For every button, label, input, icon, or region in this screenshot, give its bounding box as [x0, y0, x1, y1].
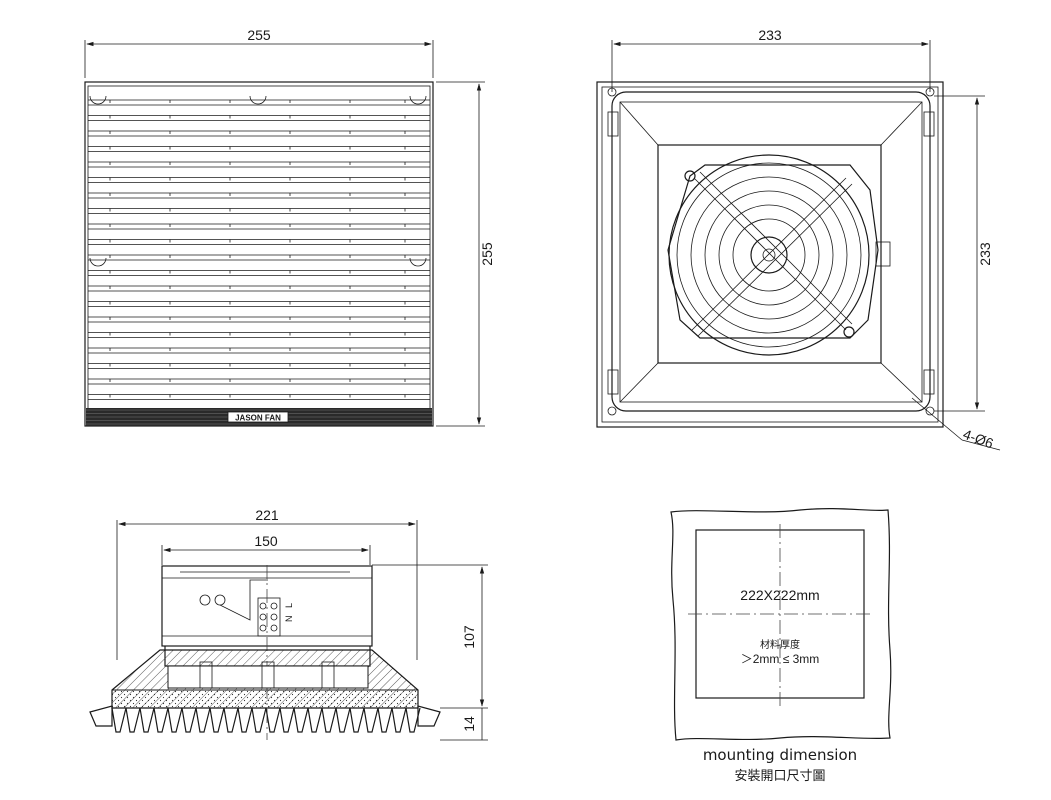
- front-height-dimension: 255: [436, 81, 495, 427]
- thickness-label: ＞2mm ≤ 3mm: [741, 652, 820, 666]
- front-height-label: 255: [479, 242, 495, 266]
- filter-media: [111, 689, 419, 709]
- side-body-width-dimension: 150: [161, 533, 371, 565]
- hole-callout-label: 4-Ø6: [961, 426, 996, 452]
- screw-icon: [684, 170, 696, 182]
- front-width-label: 255: [247, 27, 271, 43]
- hole-callout: 4-Ø6: [911, 397, 1001, 452]
- back-view: 233 233: [596, 27, 1001, 452]
- back-width-dimension: 233: [611, 27, 931, 92]
- side-height-dimension: 107 14: [372, 564, 488, 741]
- brand-label: JASON FAN: [235, 414, 281, 423]
- side-body-width-label: 150: [254, 533, 278, 549]
- mounting-hole: [925, 406, 935, 416]
- front-width-dimension: 255: [84, 27, 434, 78]
- back-height-label: 233: [977, 242, 993, 266]
- screw-icon: [843, 326, 855, 338]
- caption-en: mounting dimension: [703, 746, 857, 764]
- panel-outline: [670, 508, 892, 741]
- side-overall-width-label: 221: [255, 507, 279, 523]
- brand-plate: [227, 411, 289, 423]
- terminal-label-l: L: [284, 603, 294, 608]
- fan-assembly: [667, 154, 891, 356]
- front-louvers: [88, 99, 430, 400]
- back-height-dimension: 233: [934, 95, 993, 412]
- terminal-block: [257, 597, 281, 637]
- back-width-label: 233: [758, 27, 782, 43]
- material-label: 材料厚度: [760, 638, 800, 651]
- side-height-label: 107: [461, 625, 477, 649]
- terminal-label-n: N: [284, 616, 294, 623]
- grille-teeth: [111, 707, 421, 733]
- side-flange-label: 14: [461, 716, 477, 732]
- mounting-hole: [607, 87, 617, 97]
- mounting-hole: [607, 406, 617, 416]
- back-frame: [596, 81, 944, 428]
- cutout-view: 222X222mm 材料厚度 ＞2mm ≤ 3mm mounting dimen…: [670, 508, 892, 784]
- cutout-size-label: 222X222mm: [740, 587, 819, 603]
- caption-zh: 安裝開口尺寸圖: [734, 769, 825, 784]
- side-overall-width-dimension: 221: [116, 507, 418, 660]
- front-frame: [84, 81, 434, 427]
- mounting-hole: [925, 87, 935, 97]
- front-view: 255 255 JASON FAN: [84, 27, 495, 427]
- side-view: 221 150 107 14 L N: [89, 507, 488, 741]
